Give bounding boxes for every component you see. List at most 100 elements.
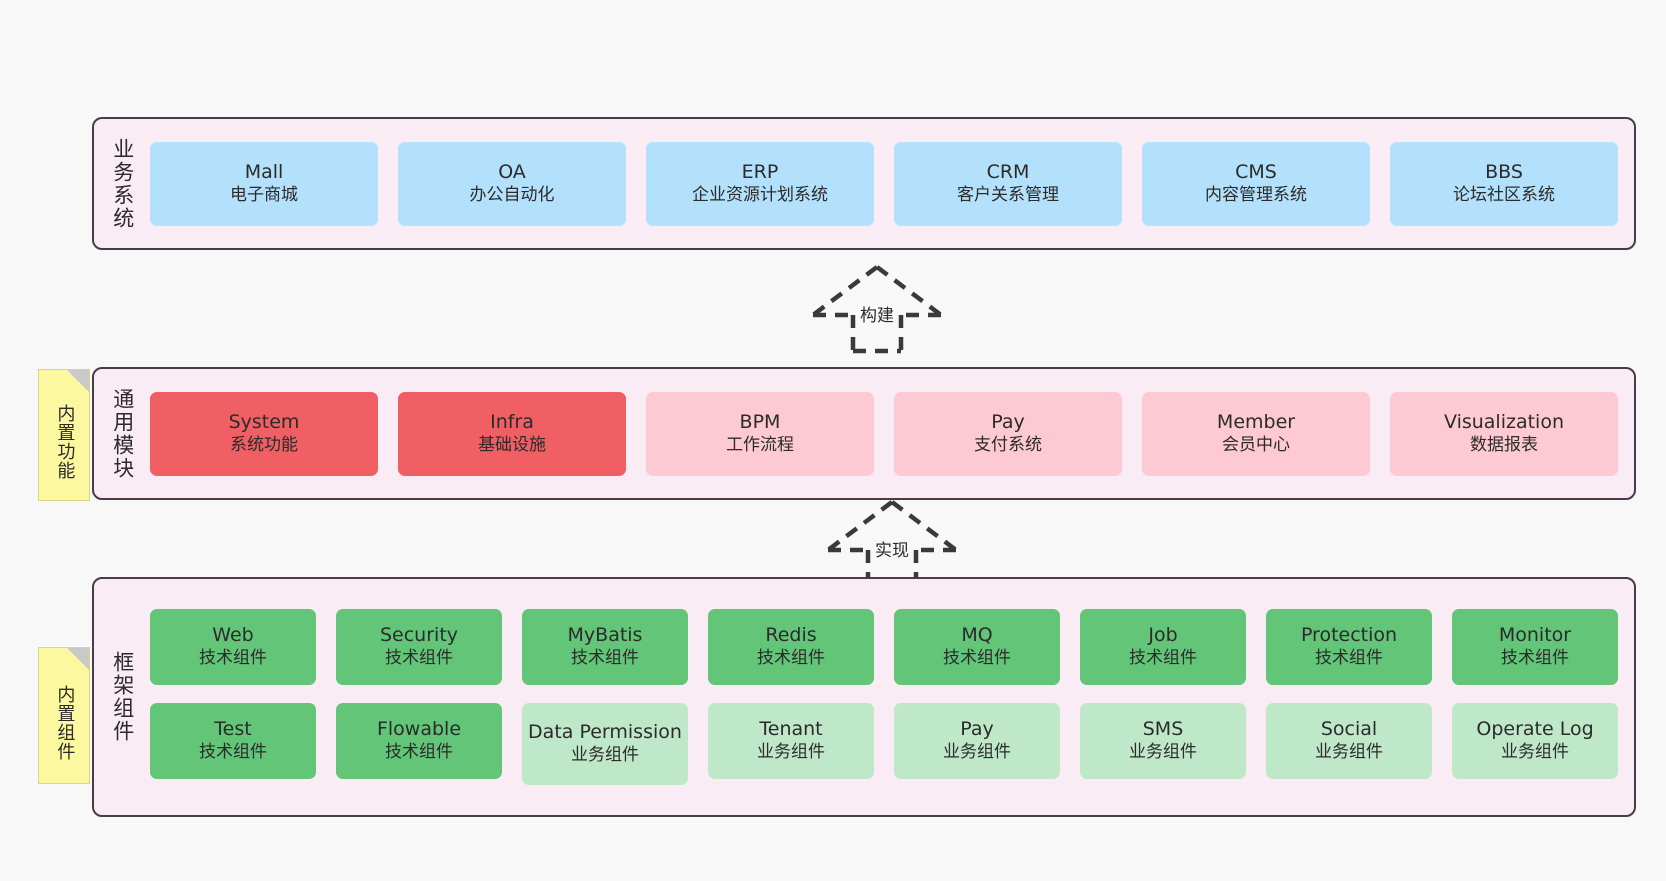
card-title: CMS: [1235, 160, 1277, 183]
card-row: Mall 电子商城 OA 办公自动化 ERP 企业资源计划系统 CRM 客户关系…: [150, 141, 1618, 226]
card-visualization[interactable]: Visualization 数据报表: [1390, 391, 1618, 476]
card-security[interactable]: Security 技术组件: [336, 609, 502, 685]
card-subtitle: 办公自动化: [469, 184, 555, 205]
card-title: BPM: [739, 410, 781, 433]
card-subtitle: 业务组件: [943, 742, 1011, 763]
card-subtitle: 支付系统: [974, 434, 1042, 455]
card-title: Operate Log: [1476, 718, 1594, 741]
card-subtitle: 技术组件: [943, 648, 1011, 669]
card-title: Test: [214, 718, 252, 741]
card-row: System 系统功能 Infra 基础设施 BPM 工作流程 Pay 支付系统…: [150, 391, 1618, 476]
layer-business-systems[interactable]: 业务系统 Mall 电子商城 OA 办公自动化 ERP 企业资源计划系统 CRM…: [92, 117, 1636, 250]
card-title: Visualization: [1443, 410, 1564, 433]
card-row: Web 技术组件 Security 技术组件 MyBatis 技术组件 Redi…: [150, 609, 1618, 685]
card-title: Data Permission: [528, 721, 682, 744]
card-title: Social: [1320, 718, 1378, 741]
card-erp[interactable]: ERP 企业资源计划系统: [646, 141, 874, 226]
card-subtitle: 技术组件: [571, 648, 639, 669]
card-subtitle: 系统功能: [230, 434, 298, 455]
card-title: Redis: [765, 624, 817, 647]
card-subtitle: 技术组件: [1129, 648, 1197, 669]
card-title: Protection: [1300, 624, 1398, 647]
card-subtitle: 工作流程: [726, 434, 794, 455]
folded-corner-icon: [67, 648, 89, 670]
card-mybatis[interactable]: MyBatis 技术组件: [522, 609, 688, 685]
card-cms[interactable]: CMS 内容管理系统: [1142, 141, 1370, 226]
card-redis[interactable]: Redis 技术组件: [708, 609, 874, 685]
card-bbs[interactable]: BBS 论坛社区系统: [1390, 141, 1618, 226]
card-oa[interactable]: OA 办公自动化: [398, 141, 626, 226]
card-monitor[interactable]: Monitor 技术组件: [1452, 609, 1618, 685]
layer-caption-business-systems: 业务系统: [110, 137, 135, 230]
card-system[interactable]: System 系统功能: [150, 391, 378, 476]
card-subtitle: 基础设施: [478, 434, 546, 455]
card-data-permission[interactable]: Data Permission 业务组件: [522, 703, 688, 785]
card-bpm[interactable]: BPM 工作流程: [646, 391, 874, 476]
layer-common-modules[interactable]: 通用模块 System 系统功能 Infra 基础设施 BPM 工作流程 Pay…: [92, 367, 1636, 500]
card-subtitle: 技术组件: [199, 742, 267, 763]
card-pay-component[interactable]: Pay 业务组件: [894, 703, 1060, 779]
card-title: CRM: [986, 160, 1030, 183]
card-subtitle: 技术组件: [385, 742, 453, 763]
card-title: System: [228, 410, 300, 433]
card-title: Tenant: [759, 718, 823, 741]
card-title: Pay: [960, 718, 994, 741]
connector-build: 构建: [797, 263, 957, 355]
card-title: Flowable: [376, 718, 462, 741]
card-subtitle: 会员中心: [1222, 434, 1290, 455]
card-subtitle: 内容管理系统: [1205, 184, 1307, 205]
note-builtin-features[interactable]: 内置功能: [38, 369, 90, 501]
card-protection[interactable]: Protection 技术组件: [1266, 609, 1432, 685]
card-title: Infra: [490, 410, 534, 433]
card-tenant[interactable]: Tenant 业务组件: [708, 703, 874, 779]
card-social[interactable]: Social 业务组件: [1266, 703, 1432, 779]
note-label: 内置组件: [54, 684, 76, 761]
card-title: Pay: [991, 410, 1025, 433]
card-subtitle: 数据报表: [1470, 434, 1538, 455]
layer-caption-framework-components: 框架组件: [110, 651, 135, 743]
card-title: Mall: [244, 160, 284, 183]
card-title: Job: [1148, 624, 1178, 647]
card-subtitle: 业务组件: [757, 742, 825, 763]
note-label: 内置功能: [54, 404, 76, 480]
folded-corner-icon: [67, 370, 89, 392]
card-title: Web: [212, 624, 254, 647]
card-title: Member: [1216, 410, 1296, 433]
card-subtitle: 业务组件: [1315, 742, 1383, 763]
connector-implement: 实现: [812, 498, 972, 590]
note-builtin-components[interactable]: 内置组件: [38, 647, 90, 784]
connector-label: 实现: [872, 536, 912, 561]
card-title: MQ: [961, 624, 993, 647]
layer-body-framework-components: Web 技术组件 Security 技术组件 MyBatis 技术组件 Redi…: [150, 579, 1634, 815]
card-operate-log[interactable]: Operate Log 业务组件: [1452, 703, 1618, 779]
card-subtitle: 业务组件: [571, 745, 639, 766]
card-title: BBS: [1485, 160, 1523, 183]
card-infra[interactable]: Infra 基础设施: [398, 391, 626, 476]
card-mq[interactable]: MQ 技术组件: [894, 609, 1060, 685]
card-subtitle: 业务组件: [1501, 742, 1569, 763]
card-subtitle: 客户关系管理: [957, 184, 1059, 205]
card-mall[interactable]: Mall 电子商城: [150, 141, 378, 226]
layer-framework-components[interactable]: 框架组件 Web 技术组件 Security 技术组件 MyBatis 技术组件…: [92, 577, 1636, 817]
card-sms[interactable]: SMS 业务组件: [1080, 703, 1246, 779]
card-test[interactable]: Test 技术组件: [150, 703, 316, 779]
card-job[interactable]: Job 技术组件: [1080, 609, 1246, 685]
card-crm[interactable]: CRM 客户关系管理: [894, 141, 1122, 226]
card-subtitle: 技术组件: [757, 648, 825, 669]
card-subtitle: 企业资源计划系统: [692, 184, 828, 205]
card-subtitle: 技术组件: [385, 648, 453, 669]
card-title: SMS: [1142, 718, 1184, 741]
card-subtitle: 技术组件: [1315, 648, 1383, 669]
layer-body-common-modules: System 系统功能 Infra 基础设施 BPM 工作流程 Pay 支付系统…: [150, 369, 1634, 498]
card-web[interactable]: Web 技术组件: [150, 609, 316, 685]
card-subtitle: 电子商城: [230, 184, 298, 205]
card-flowable[interactable]: Flowable 技术组件: [336, 703, 502, 779]
card-title: Monitor: [1498, 624, 1572, 647]
card-title: MyBatis: [567, 624, 643, 647]
layer-caption-common-modules: 通用模块: [110, 387, 135, 480]
card-member[interactable]: Member 会员中心: [1142, 391, 1370, 476]
card-pay[interactable]: Pay 支付系统: [894, 391, 1122, 476]
card-row: Test 技术组件 Flowable 技术组件 Data Permission …: [150, 703, 1618, 785]
card-subtitle: 论坛社区系统: [1453, 184, 1555, 205]
